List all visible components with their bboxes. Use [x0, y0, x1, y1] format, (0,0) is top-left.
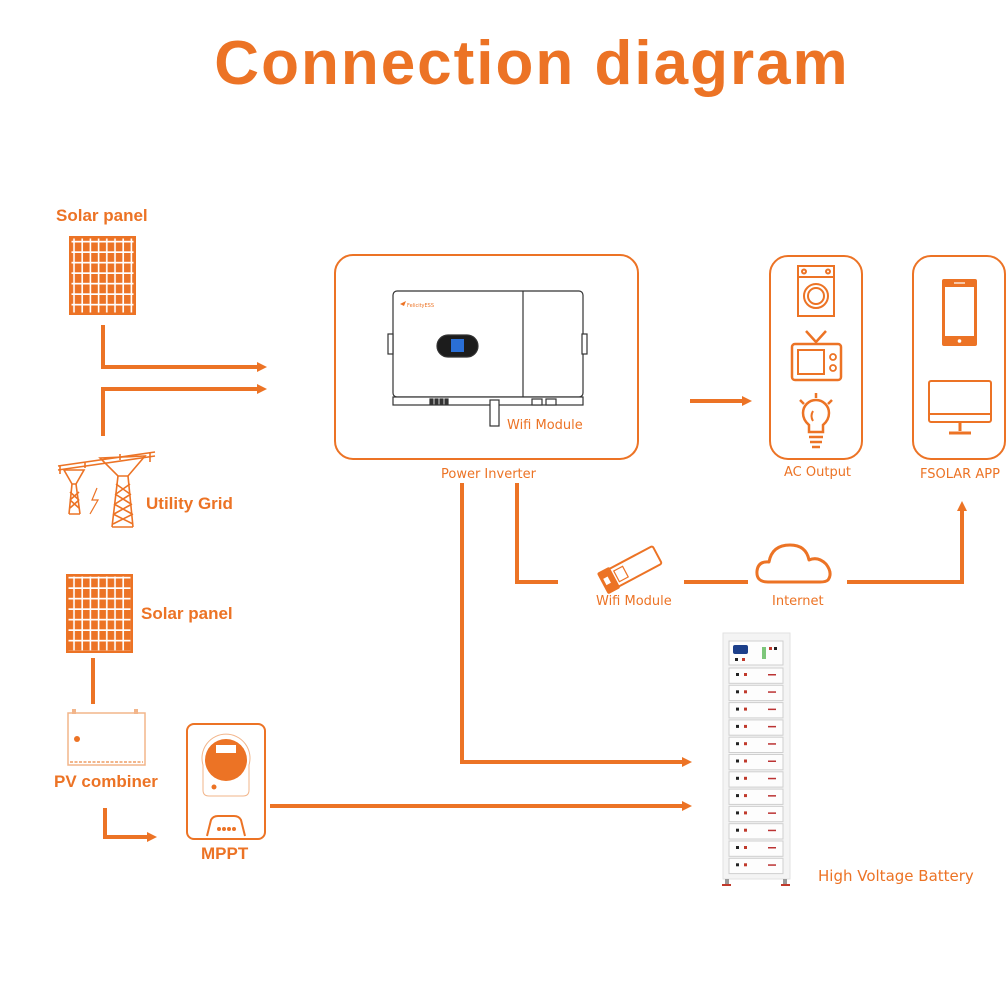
light-bulb-icon [799, 393, 833, 449]
washing-machine-icon [797, 265, 835, 317]
battery-module [728, 684, 784, 702]
battery-module [728, 823, 784, 840]
smartphone-icon [942, 279, 977, 346]
solar-panel-top-label: Solar panel [56, 206, 148, 225]
combiner-box-icon [67, 709, 146, 766]
battery-module [728, 719, 784, 736]
edge-combiner-to-mppt [103, 808, 157, 842]
edge-inverter-to-wifi [515, 483, 558, 584]
ac-output-label: AC Output [784, 465, 852, 480]
charge-controller-icon [186, 723, 266, 840]
diagram-title: Connection diagram [214, 29, 850, 98]
battery-module [728, 736, 784, 754]
solar-panel-icon [66, 574, 133, 653]
power-tower-icon [57, 451, 156, 528]
fsolar-app-label: FSOLAR APP [920, 467, 1000, 482]
brand-logo: FelicityESS [400, 301, 434, 309]
battery-module [728, 702, 784, 719]
edge-grid-to-inverter [101, 384, 267, 436]
tv-icon [790, 330, 843, 382]
connector-lines [91, 325, 967, 842]
app-frame [912, 255, 1006, 460]
battery-module [728, 771, 784, 788]
battery-module [728, 840, 784, 857]
battery-module [728, 788, 784, 805]
solar-panel-bottom-label: Solar panel [141, 604, 233, 623]
inverter-wifi-label: Wifi Module [507, 418, 583, 433]
wifi-dongle-icon [597, 545, 663, 594]
internet-label: Internet [772, 594, 824, 609]
mppt-label: MPPT [201, 844, 249, 863]
battery-module [728, 857, 784, 875]
battery-modules [728, 667, 784, 875]
inverter-icon [387, 290, 588, 427]
battery-module [728, 805, 784, 823]
edge-inverter-to-battery [460, 483, 692, 767]
battery-module [728, 667, 784, 684]
cloud-icon [755, 543, 832, 584]
edge-solar-to-inverter [101, 325, 267, 372]
battery-label: High Voltage Battery [818, 867, 974, 885]
wifi-module-label: Wifi Module [596, 594, 672, 609]
utility-grid-label: Utility Grid [146, 494, 233, 513]
svg-text:FelicityESS: FelicityESS [407, 303, 434, 309]
monitor-icon [928, 380, 992, 435]
ac-output-frame [769, 255, 863, 460]
solar-panel-icon [69, 236, 136, 315]
battery-module [728, 754, 784, 771]
pv-combiner-label: PV combiner [54, 772, 158, 791]
battery-rack-icon [722, 632, 791, 886]
power-inverter-label: Power Inverter [441, 467, 536, 482]
edge-internet-to-app [847, 501, 967, 584]
